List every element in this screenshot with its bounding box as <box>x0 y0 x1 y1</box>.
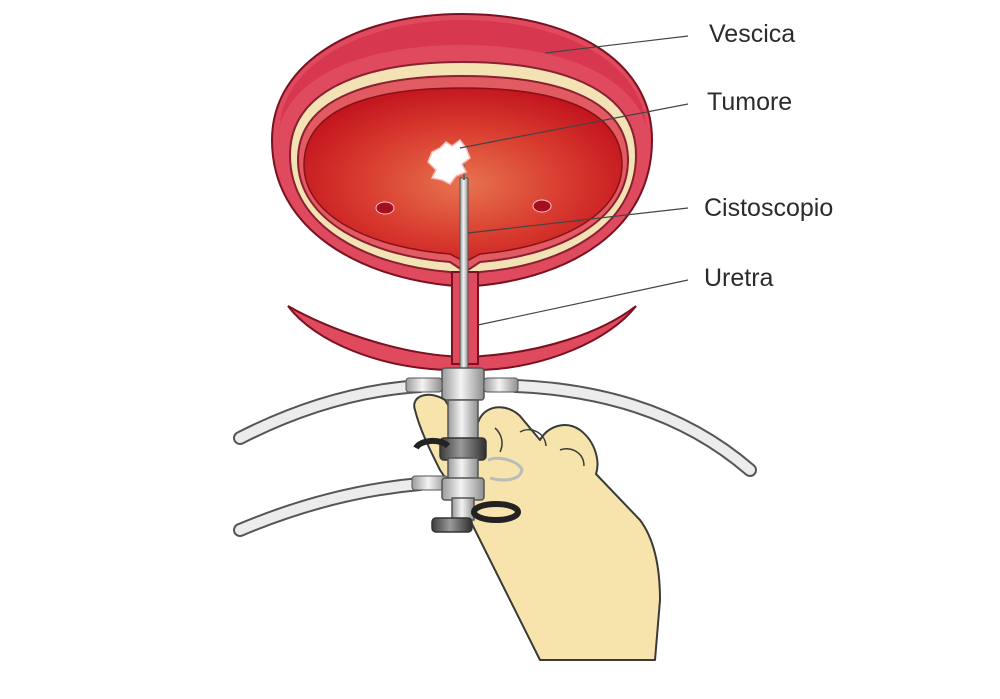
label-uretra: Uretra <box>704 266 773 291</box>
label-vescica: Vescica <box>709 22 795 47</box>
label-cistoscopio: Cistoscopio <box>704 196 833 221</box>
ureteral-orifice-left <box>376 202 394 214</box>
leader-line-uretra <box>478 280 688 325</box>
label-tumore: Tumore <box>707 90 792 115</box>
ureteral-orifice-right <box>533 200 551 212</box>
cystoscope-shaft <box>460 178 468 372</box>
